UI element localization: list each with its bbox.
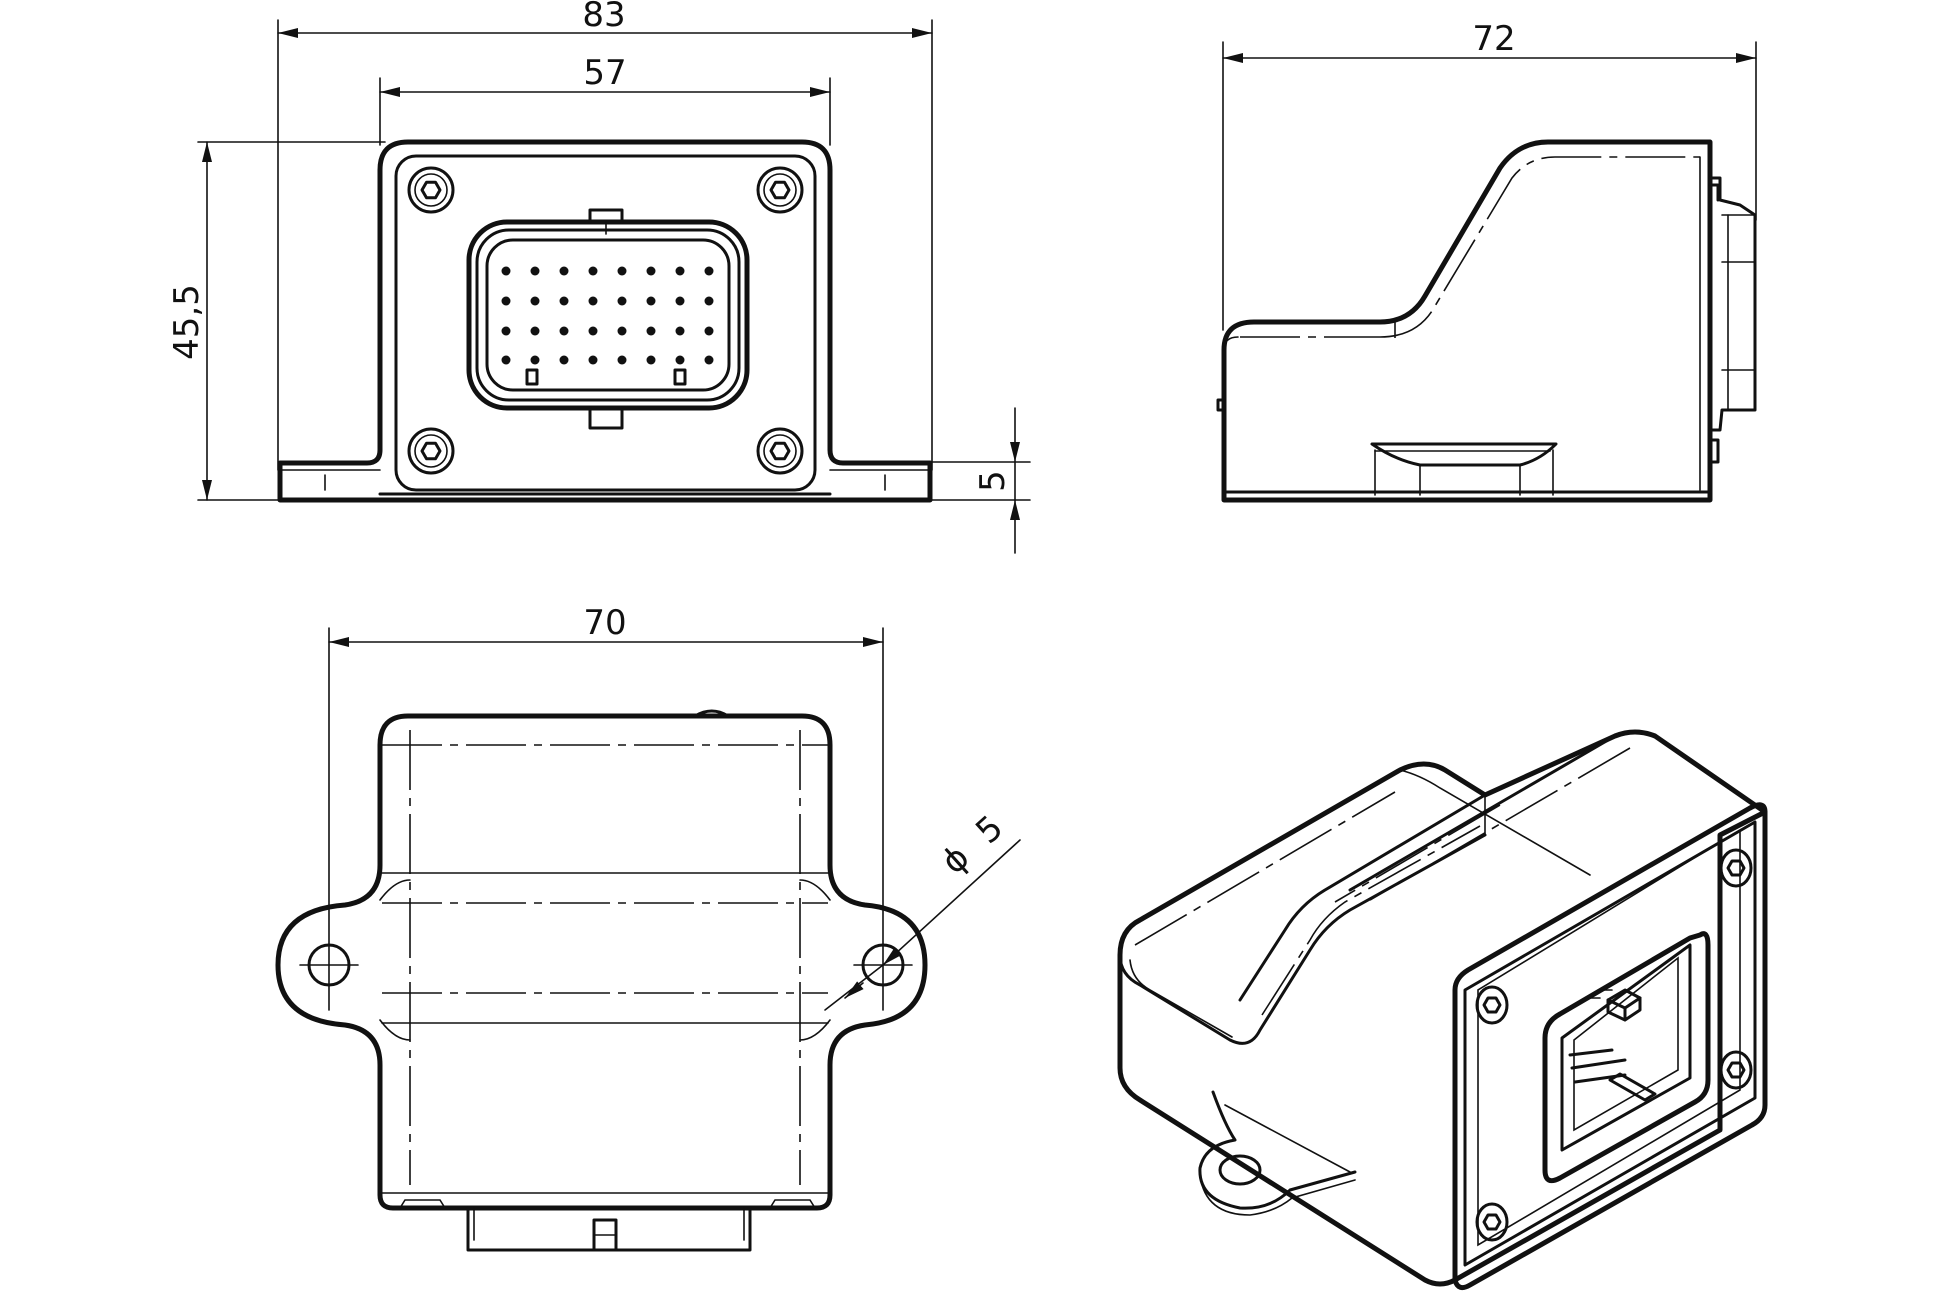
iso-mounting-hole-icon	[1218, 1154, 1262, 1186]
connector-pin	[530, 266, 540, 276]
dimension-side-length-label: 72	[1472, 19, 1515, 59]
dimension-height: 45,5	[167, 141, 212, 501]
dimension-height-label: 45,5	[167, 284, 207, 360]
dimension-hole-diameter-symbol: ϕ	[934, 837, 977, 882]
connector-pin	[501, 266, 511, 276]
screw-bottom-right-icon	[756, 427, 804, 475]
front-view: 83 57 45,5 5	[167, 0, 1031, 554]
dimension-flange-thickness-label: 5	[973, 470, 1013, 492]
connector-pin	[617, 266, 627, 276]
connector-pin	[646, 296, 656, 306]
dimension-body-width: 57	[379, 53, 831, 97]
connector-pin	[675, 296, 685, 306]
connector-pin	[704, 326, 714, 336]
connector-pin	[559, 266, 569, 276]
connector-pin	[617, 355, 627, 365]
connector-pin	[704, 266, 714, 276]
dimension-body-width-label: 57	[583, 53, 626, 93]
connector-pin	[588, 326, 598, 336]
connector-pin	[617, 326, 627, 336]
iso-connector	[1542, 931, 1711, 1184]
connector-pin	[501, 326, 511, 336]
iso-screw-top-left-icon	[1475, 985, 1509, 1025]
connector-pin	[501, 355, 511, 365]
iso-mounting-ear	[1198, 1090, 1357, 1210]
connector-pins	[501, 266, 714, 365]
connector-pin	[501, 296, 511, 306]
connector-pin	[646, 326, 656, 336]
front-connector	[466, 208, 750, 430]
connector-pin	[559, 355, 569, 365]
connector-pin	[588, 296, 598, 306]
iso-screw-top-right-icon	[1719, 848, 1753, 888]
dimension-hole-spacing: 70	[328, 603, 884, 647]
connector-pin	[675, 355, 685, 365]
dimension-side-length: 72	[1222, 19, 1757, 63]
connector-pin	[704, 355, 714, 365]
top-connector	[466, 1206, 752, 1252]
top-body-outline	[275, 713, 928, 1211]
front-body-outline	[277, 139, 933, 503]
dimension-flange-thickness: 5	[973, 407, 1020, 554]
connector-pin	[530, 326, 540, 336]
dimension-overall-width: 83	[277, 0, 933, 38]
connector-pin	[675, 266, 685, 276]
screw-top-right-icon	[756, 166, 804, 214]
top-view: 70 ϕ	[275, 603, 1021, 1252]
iso-screw-bottom-left-icon	[1475, 1202, 1509, 1242]
dimension-overall-width-label: 83	[582, 0, 625, 35]
front-inner-frame	[394, 154, 817, 492]
dimension-hole-spacing-label: 70	[583, 603, 626, 643]
connector-pin	[588, 355, 598, 365]
iso-screw-bottom-right-icon	[1719, 1050, 1753, 1090]
isometric-view	[1117, 729, 1768, 1291]
connector-pin	[646, 266, 656, 276]
connector-pin	[530, 296, 540, 306]
connector-pin	[646, 355, 656, 365]
connector-pin	[588, 266, 598, 276]
iso-body-outline	[1117, 729, 1768, 1287]
connector-pin	[559, 296, 569, 306]
connector-pin	[675, 326, 685, 336]
connector-pin	[704, 296, 714, 306]
connector-pin	[617, 296, 627, 306]
connector-pin	[559, 326, 569, 336]
connector-pin	[530, 355, 540, 365]
screw-top-left-icon	[407, 166, 455, 214]
side-view: 72	[1216, 19, 1757, 503]
screw-bottom-left-icon	[407, 427, 455, 475]
dimension-hole-diameter-label: 5	[968, 808, 1011, 852]
side-body-outline	[1221, 139, 1713, 503]
